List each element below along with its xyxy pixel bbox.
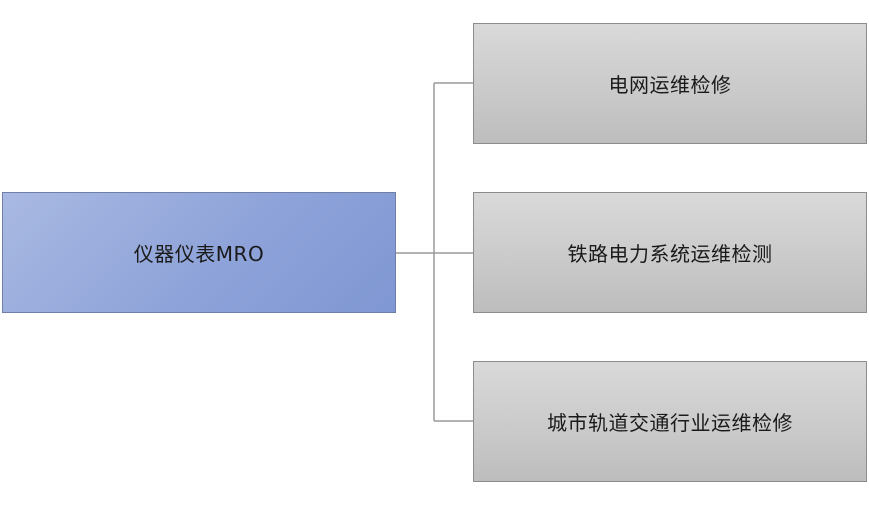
child-node-label: 城市轨道交通行业运维检修 [547,411,793,435]
child-node-railway-power: 铁路电力系统运维检测 [473,192,867,313]
child-node-label: 电网运维检修 [608,73,732,97]
root-node: 仪器仪表MRO [2,192,396,313]
child-node-grid-maintenance: 电网运维检修 [473,23,867,144]
child-node-urban-rail: 城市轨道交通行业运维检修 [473,361,867,482]
root-node-label: 仪器仪表MRO [133,242,265,266]
child-node-label: 铁路电力系统运维检测 [567,242,773,266]
